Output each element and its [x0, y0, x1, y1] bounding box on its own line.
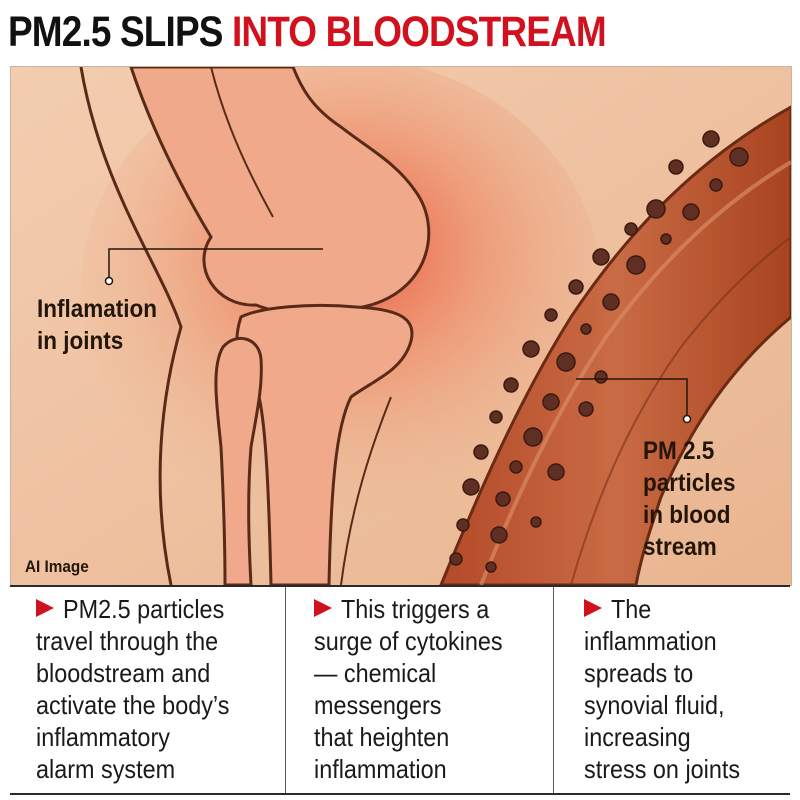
- headline: PM2.5 SLIPS INTO BLOODSTREAM: [8, 6, 607, 58]
- vessel-wall-line: [570, 236, 791, 585]
- fact-column-3: The inflammation spreads to synovial flu…: [553, 587, 790, 793]
- particle: [542, 393, 560, 411]
- divider-top: [10, 585, 790, 587]
- inner-leg-contour: [340, 396, 392, 585]
- particle: [660, 233, 672, 245]
- joint-callout-dot: [104, 276, 114, 286]
- arrow-bullet-icon: [36, 599, 54, 617]
- vessel-inner-highlight: [479, 160, 791, 585]
- fact-column-2: This triggers a surge of cytokines — che…: [285, 587, 553, 793]
- particle: [495, 491, 511, 507]
- particle: [580, 323, 592, 335]
- particle: [456, 518, 470, 532]
- fact-column-1: PM2.5 particles travel through the blood…: [10, 587, 285, 793]
- particle: [668, 159, 684, 175]
- particle: [729, 147, 749, 167]
- arrow-bullet-icon: [314, 599, 332, 617]
- fact-text-1: PM2.5 particles travel through the blood…: [36, 594, 230, 784]
- particle: [624, 222, 638, 236]
- headline-part-2: INTO BLOODSTREAM: [231, 8, 607, 56]
- blood-vessel: [439, 105, 791, 585]
- fibula-bone: [214, 337, 263, 585]
- particle: [522, 340, 540, 358]
- particle: [547, 463, 565, 481]
- particle: [646, 199, 666, 219]
- particle: [709, 178, 723, 192]
- fact-text-3: The inflammation spreads to synovial flu…: [584, 594, 741, 784]
- label-pm25-particles: PM 2.5 particles in blood stream: [643, 437, 736, 561]
- particle: [682, 203, 700, 221]
- particle: [530, 516, 542, 528]
- divider-bottom: [10, 793, 790, 795]
- particle: [626, 255, 646, 275]
- particle: [556, 352, 576, 372]
- particle: [485, 561, 497, 573]
- particle: [592, 248, 610, 266]
- image-credit: AI Image: [25, 557, 89, 576]
- pm25-particles: [449, 130, 749, 573]
- joint-callout-line: [108, 248, 323, 279]
- facts-row: PM2.5 particles travel through the blood…: [10, 587, 790, 793]
- fact-text-2: This triggers a surge of cytokines — che…: [314, 594, 503, 784]
- particle: [462, 478, 480, 496]
- headline-bar: PM2.5 SLIPS INTO BLOODSTREAM: [0, 0, 800, 62]
- callout-lines: [104, 248, 692, 424]
- particle: [702, 130, 720, 148]
- particle: [568, 279, 584, 295]
- headline-part-1: PM2.5 SLIPS: [8, 8, 223, 56]
- particle: [578, 401, 594, 417]
- particle: [602, 293, 620, 311]
- particle: [509, 460, 523, 474]
- illustration: Inflamation in joints PM 2.5 particles i…: [10, 66, 792, 586]
- particle: [523, 427, 543, 447]
- arrow-bullet-icon: [584, 599, 602, 617]
- knee-joint: [79, 67, 431, 585]
- particles-callout-line: [576, 378, 688, 417]
- particle: [544, 308, 558, 322]
- particle: [449, 552, 463, 566]
- illustration-artwork: [11, 67, 791, 585]
- particle: [594, 370, 608, 384]
- outer-leg-contour: [79, 67, 183, 585]
- label-joint-inflammation: Inflamation in joints: [37, 295, 158, 355]
- particle: [503, 377, 519, 393]
- particle: [473, 444, 489, 460]
- particles-callout-dot: [682, 414, 692, 424]
- femur-shaft-line: [210, 67, 274, 218]
- particle: [490, 526, 508, 544]
- particle: [489, 410, 503, 424]
